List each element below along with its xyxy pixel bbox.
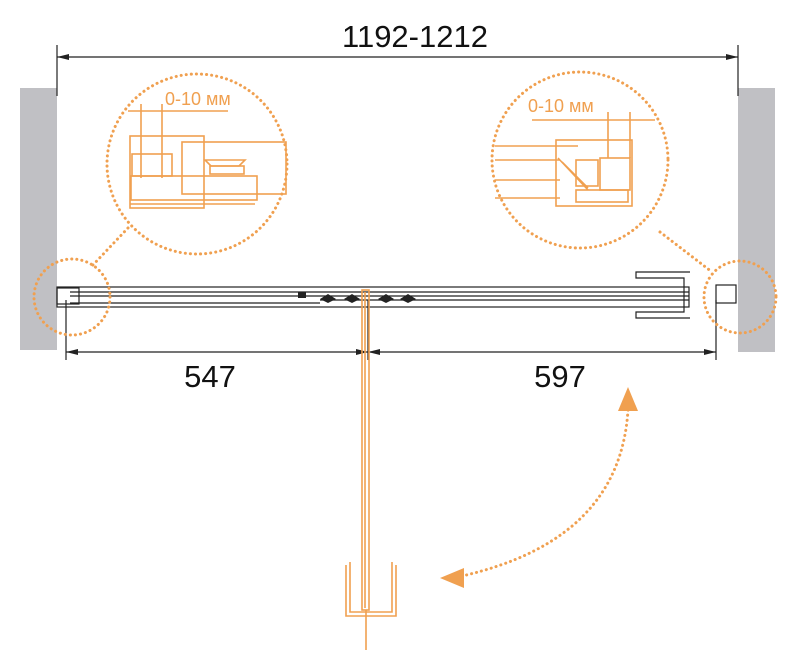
- door-track: [56, 284, 737, 308]
- total-width-dimension: 1192-1212: [56, 19, 739, 96]
- right-detail-callout: 0-10 мм: [490, 70, 778, 335]
- left-wall: [20, 88, 57, 350]
- left-adjustment-label: 0-10 мм: [165, 89, 231, 109]
- segment-dimensions: 547 597: [65, 300, 717, 394]
- fixed-panel-bracket: [635, 271, 690, 319]
- right-wall: [738, 88, 775, 352]
- total-width-label: 1192-1212: [342, 19, 488, 54]
- swing-direction-arrow: [440, 387, 638, 588]
- right-segment-label: 597: [534, 359, 586, 394]
- right-adjustment-label: 0-10 мм: [528, 96, 594, 116]
- swing-door: [345, 289, 397, 650]
- left-detail-callout: 0-10 мм: [32, 72, 289, 337]
- left-segment-label: 547: [184, 359, 236, 394]
